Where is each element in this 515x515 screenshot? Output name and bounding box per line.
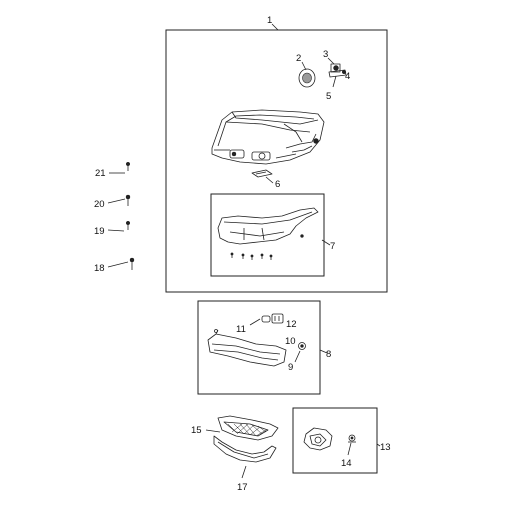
- bezel-trim-part: [213, 435, 277, 463]
- bracket-clip-part: [251, 169, 273, 178]
- fog-socket-part: [271, 313, 284, 324]
- screw-20-part: [125, 194, 131, 206]
- callout-7-leader: [321, 239, 331, 246]
- fog-bulb-part: [261, 315, 271, 323]
- callout-18-leader: [107, 261, 129, 268]
- screw-18-part: [129, 257, 135, 270]
- bezel-group: 15 17: [191, 415, 279, 493]
- callout-11-leader: [249, 318, 261, 326]
- callout-5-leader: [332, 75, 337, 88]
- callout-7: 7: [330, 241, 335, 252]
- fog-clip-part: [298, 342, 306, 350]
- grille-part: [217, 415, 279, 441]
- callout-14: 14: [341, 458, 352, 469]
- callout-3-leader: [327, 57, 335, 65]
- callout-2-leader: [301, 61, 307, 71]
- callout-17-leader: [241, 465, 247, 479]
- callout-6-leader: [265, 176, 274, 184]
- mounting-bracket-box: [210, 193, 325, 277]
- callout-20: 20: [94, 199, 105, 210]
- screw-21-part: [125, 161, 131, 171]
- callout-6: 6: [275, 179, 280, 190]
- callout-19: 19: [94, 226, 105, 237]
- callout-8: 8: [326, 349, 331, 360]
- callout-19-leader: [107, 229, 125, 232]
- callout-4: 4: [345, 71, 350, 82]
- fog-lamp-box: [197, 300, 321, 395]
- bracket-nut-part: [348, 434, 356, 443]
- fasteners-group: 21 20 19 18: [94, 161, 135, 274]
- headlamp-assembly-box: [165, 29, 388, 293]
- callout-9: 9: [288, 362, 293, 373]
- headlamp-assembly-group: 1 2 3 4 5: [165, 15, 388, 293]
- callout-21: 21: [95, 168, 106, 179]
- callout-13: 13: [380, 442, 391, 453]
- bulb-cap-part: [298, 68, 316, 88]
- callout-2: 2: [296, 53, 301, 64]
- callout-15-leader: [205, 429, 221, 433]
- callout-17: 17: [237, 482, 248, 493]
- screw-19-part: [125, 220, 131, 230]
- callout-4-leader: [342, 70, 347, 74]
- callout-13-leader: [376, 443, 381, 447]
- callout-8-leader: [319, 349, 328, 354]
- callout-9-leader: [294, 350, 301, 363]
- callout-11: 11: [236, 324, 246, 335]
- housing-bracket-box: [292, 407, 378, 474]
- callout-20-leader: [107, 198, 126, 204]
- callout-1: 1: [267, 15, 272, 26]
- mounting-bracket-part: [217, 207, 319, 260]
- housing-bracket-group: 14 13: [292, 407, 391, 474]
- callout-15: 15: [191, 425, 202, 436]
- callout-14-leader: [347, 442, 352, 456]
- housing-bracket-part: [303, 427, 333, 451]
- callout-3: 3: [323, 49, 328, 60]
- callout-1-leader: [271, 23, 279, 31]
- callout-10: 10: [285, 336, 296, 347]
- bulb-socket-part: [328, 63, 347, 78]
- callout-18: 18: [94, 263, 105, 274]
- headlamp-housing-part: [211, 109, 325, 165]
- callout-5: 5: [326, 91, 331, 102]
- callout-12: 12: [286, 319, 297, 330]
- fog-lamp-group: 11 12 10 9 8: [197, 300, 331, 395]
- fog-lamp-part: [207, 329, 287, 367]
